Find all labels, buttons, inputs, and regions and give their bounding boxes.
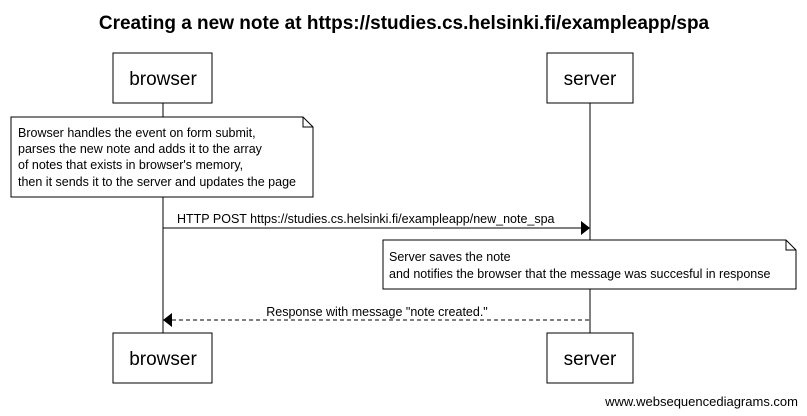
server-box-top	[546, 52, 634, 104]
server-note-box	[382, 239, 797, 290]
browser-box-top	[112, 52, 213, 104]
server-note-line-2: and notifies the browser that the messag…	[389, 267, 771, 281]
browser-label-top: browser	[129, 69, 197, 90]
browser-box-bottom	[112, 332, 213, 384]
server-label-top: server	[564, 69, 617, 90]
post-message: HTTP POST https://studies.cs.helsinki.fi…	[163, 212, 590, 235]
browser-note-line-3: of notes that exists in browser's memory…	[18, 158, 243, 172]
server-label-bottom: server	[564, 349, 617, 370]
browser-participant-bottom: browser	[112, 332, 213, 384]
response-message-arrowhead	[163, 313, 172, 327]
watermark: www.websequencediagrams.com	[604, 394, 798, 409]
diagram-title: Creating a new note at https://studies.c…	[99, 13, 710, 34]
browser-note-line-1: Browser handles the event on form submit…	[18, 126, 256, 140]
browser-note-box	[10, 116, 314, 198]
browser-label-bottom: browser	[129, 349, 197, 370]
server-note-line-1: Server saves the note	[389, 250, 511, 264]
response-message-label: Response with message "note created."	[266, 305, 488, 319]
server-participant-bottom: server	[546, 332, 634, 384]
server-note-fold	[785, 240, 796, 251]
post-message-arrowhead	[581, 221, 590, 235]
post-message-label: HTTP POST https://studies.cs.helsinki.fi…	[177, 212, 555, 226]
browser-participant-top: browser	[112, 52, 213, 104]
response-message: Response with message "note created."	[163, 305, 590, 327]
browser-note-line-2: parses the new note and adds it to the a…	[18, 142, 263, 156]
browser-note: Browser handles the event on form submit…	[10, 116, 314, 198]
server-box-bottom	[546, 332, 634, 384]
server-note: Server saves the note and notifies the b…	[382, 239, 797, 290]
server-participant-top: server	[546, 52, 634, 104]
browser-note-fold	[302, 117, 313, 128]
browser-note-line-4: then it sends it to the server and updat…	[18, 175, 296, 189]
